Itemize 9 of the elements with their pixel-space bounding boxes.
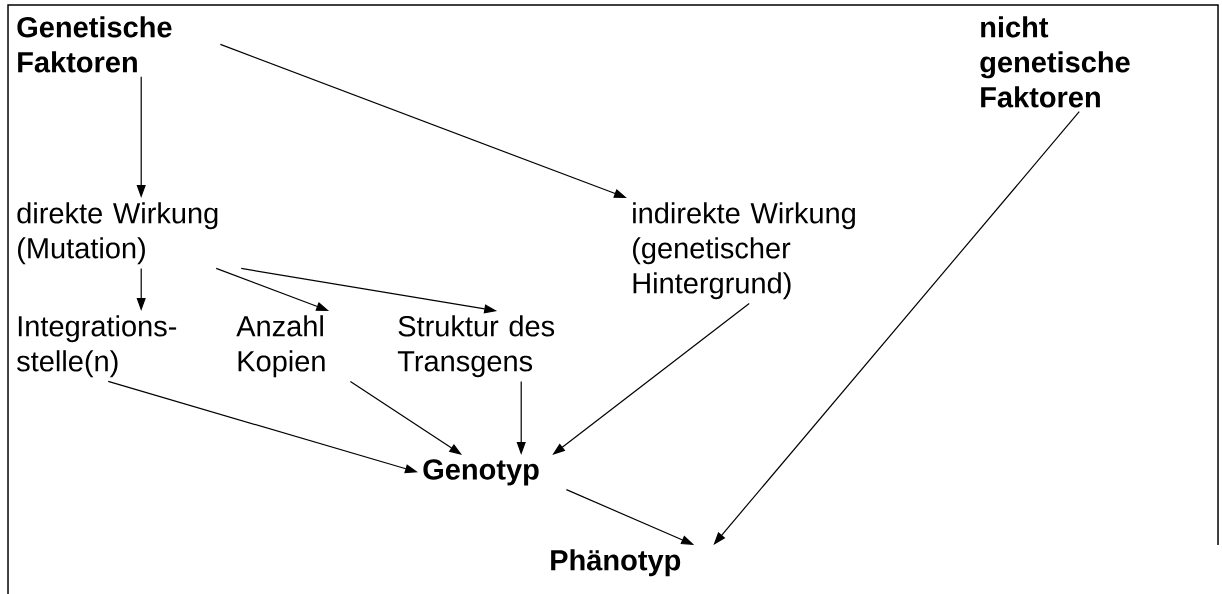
node-label: nicht genetische Faktoren [980,16,1130,108]
node-label: Genetische Faktoren [17,16,172,73]
node-label: Integrations- stelle(n) [17,315,177,378]
node-label: Phänotyp [551,549,681,577]
node-label: direkte Wirkung (Mutation) [17,202,218,265]
node-label: Anzahl Kopien [236,315,325,378]
node-label: Genotyp [423,459,539,486]
node-label: Struktur des Transgens [397,315,555,378]
node-label: indirekte Wirkung (genetischer Hintergrund) [633,202,855,300]
